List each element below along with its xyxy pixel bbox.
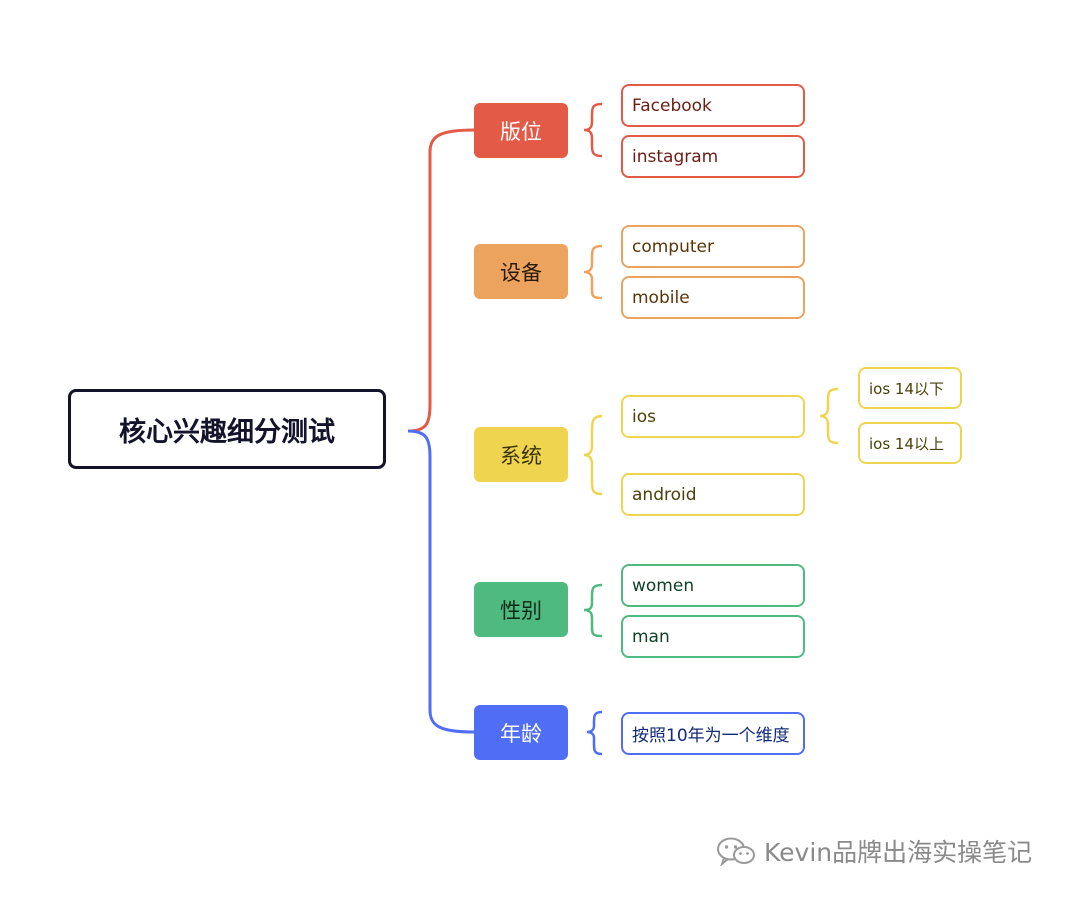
leaf-age-by-decade[interactable]: 按照10年为一个维度	[621, 712, 805, 755]
brace-shebei	[583, 244, 603, 300]
leaf-android[interactable]: android	[621, 473, 805, 516]
leaf-instagram[interactable]: instagram	[621, 135, 805, 178]
brace-banwei	[583, 102, 603, 158]
brace-xingbie	[583, 583, 603, 638]
category-label: 版位	[500, 119, 542, 144]
leaf-label: ios 14以下	[869, 379, 945, 398]
leaf-computer[interactable]: computer	[621, 225, 805, 268]
category-label: 性别	[500, 598, 542, 623]
branch-bottom	[407, 429, 475, 734]
brace-ios	[819, 387, 839, 445]
category-label: 设备	[500, 260, 542, 285]
brace-xitong	[583, 414, 603, 496]
leaf-label: ios 14以上	[869, 434, 945, 453]
leaf-label: instagram	[632, 146, 719, 167]
leaf-ios-below-14[interactable]: ios 14以下	[858, 367, 962, 409]
leaf-ios-above-14[interactable]: ios 14以上	[858, 422, 962, 464]
category-xitong[interactable]: 系统	[474, 427, 568, 482]
wechat-icon	[717, 837, 755, 866]
watermark-text: Kevin品牌出海实操笔记	[764, 838, 1033, 867]
category-xingbie[interactable]: 性别	[474, 582, 568, 637]
leaf-label: android	[632, 484, 697, 505]
root-node[interactable]: 核心兴趣细分测试	[68, 389, 386, 469]
leaf-mobile[interactable]: mobile	[621, 276, 805, 319]
branch-top	[407, 128, 475, 433]
leaf-label: ios	[632, 406, 656, 427]
leaf-label: mobile	[632, 287, 690, 308]
category-banwei[interactable]: 版位	[474, 103, 568, 158]
leaf-label: Facebook	[632, 95, 712, 116]
leaf-women[interactable]: women	[621, 564, 805, 607]
leaf-label: women	[632, 575, 695, 596]
leaf-ios[interactable]: ios	[621, 395, 805, 438]
watermark: Kevin品牌出海实操笔记	[716, 832, 1032, 870]
category-shebei[interactable]: 设备	[474, 244, 568, 299]
leaf-man[interactable]: man	[621, 615, 805, 658]
root-title: 核心兴趣细分测试	[119, 416, 335, 448]
category-label: 年龄	[500, 721, 542, 746]
leaf-label: man	[632, 626, 670, 647]
leaf-label: computer	[632, 236, 714, 257]
category-label: 系统	[500, 443, 542, 468]
category-nianling[interactable]: 年龄	[474, 705, 568, 760]
leaf-label: 按照10年为一个维度	[632, 726, 790, 746]
leaf-facebook[interactable]: Facebook	[621, 84, 805, 127]
brace-nianling	[586, 710, 603, 756]
